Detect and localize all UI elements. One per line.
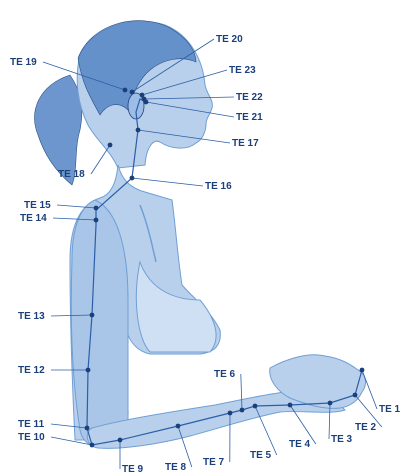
te-1-point (360, 368, 365, 373)
te-5-label: TE 5 (250, 450, 272, 461)
te-17-point (136, 128, 141, 133)
te-9-label: TE 9 (122, 464, 144, 474)
te-18-label: TE 18 (58, 169, 85, 180)
te-7-label: TE 7 (203, 457, 225, 468)
te-6-label: TE 6 (214, 369, 236, 380)
te-4-label: TE 4 (289, 439, 311, 450)
te-1-leader (362, 370, 377, 409)
te-23-label: TE 23 (229, 65, 256, 76)
te-10-label: TE 10 (18, 432, 45, 443)
te-11-label: TE 11 (18, 419, 45, 430)
te-7-point (228, 411, 233, 416)
te-15-point (94, 206, 99, 211)
te-20-point (130, 90, 135, 95)
te-5-point (253, 404, 258, 409)
te-3-label: TE 3 (331, 434, 353, 445)
te-22-label: TE 22 (236, 92, 263, 103)
te-23-point (140, 93, 145, 98)
te-4-point (288, 403, 293, 408)
te-2-label: TE 2 (355, 422, 377, 433)
te-19-point (123, 88, 128, 93)
te-16-leader (132, 178, 203, 186)
te-12-label: TE 12 (18, 365, 45, 376)
te-14-label: TE 14 (20, 213, 47, 224)
te-8-point (176, 424, 181, 429)
te-19-label: TE 19 (10, 57, 37, 68)
body-silhouette (35, 21, 366, 449)
te-16-point (130, 176, 135, 181)
te-20-label: TE 20 (216, 34, 243, 45)
te-18-point (108, 143, 113, 148)
te-16-label: TE 16 (205, 181, 232, 192)
te-13-label: TE 13 (18, 311, 45, 322)
te-3-point (328, 401, 333, 406)
te-8-label: TE 8 (165, 462, 187, 473)
upper-arm (71, 200, 128, 446)
te-21-label: TE 21 (236, 112, 263, 123)
te-6-point (240, 408, 245, 413)
te-1-label: TE 1 (379, 404, 401, 415)
te-11-point (85, 426, 90, 431)
te-15-label: TE 15 (24, 200, 51, 211)
te-13-point (90, 313, 95, 318)
te-12-point (86, 368, 91, 373)
te-17-label: TE 17 (232, 138, 259, 149)
te-9-point (118, 438, 123, 443)
te-18-leader (91, 145, 110, 174)
te-10-point (90, 443, 95, 448)
te-2-point (353, 393, 358, 398)
te-14-point (94, 218, 99, 223)
